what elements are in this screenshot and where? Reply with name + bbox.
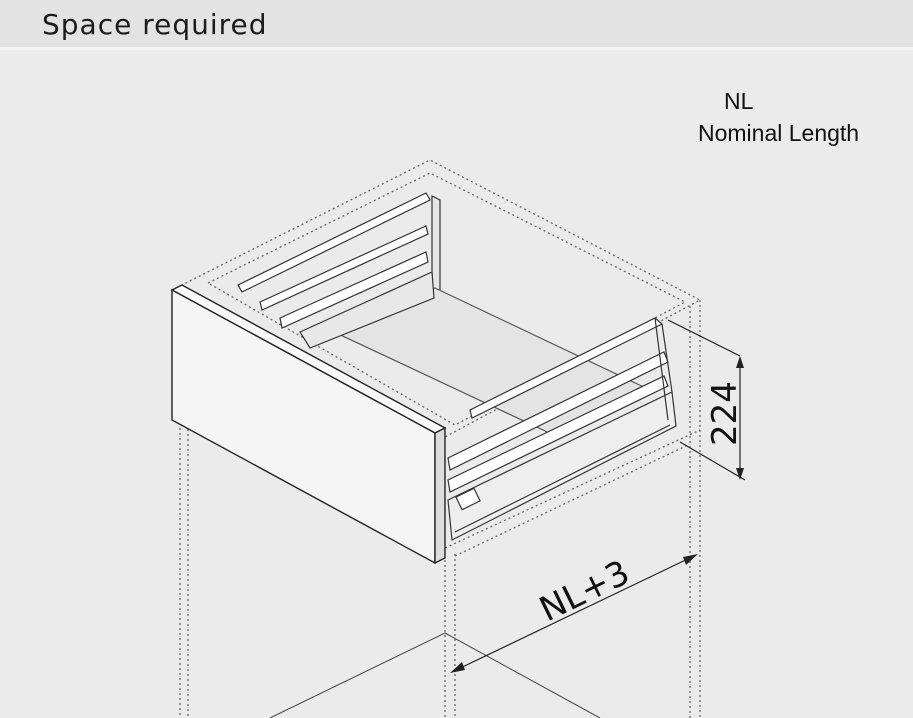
length-dimension: [450, 554, 698, 673]
height-dimension: [667, 319, 746, 481]
legend-meaning: Nominal Length: [698, 120, 860, 146]
header-bar: Space required: [0, 0, 913, 50]
drawer-front: [170, 284, 447, 565]
page-title: Space required: [42, 8, 268, 41]
drawer-box: [237, 192, 677, 541]
floor-lines: [269, 632, 601, 718]
height-dimension-label: 224: [705, 381, 745, 446]
length-dimension-label: NL+3: [533, 553, 635, 630]
legend-abbreviation: NL: [724, 88, 754, 114]
